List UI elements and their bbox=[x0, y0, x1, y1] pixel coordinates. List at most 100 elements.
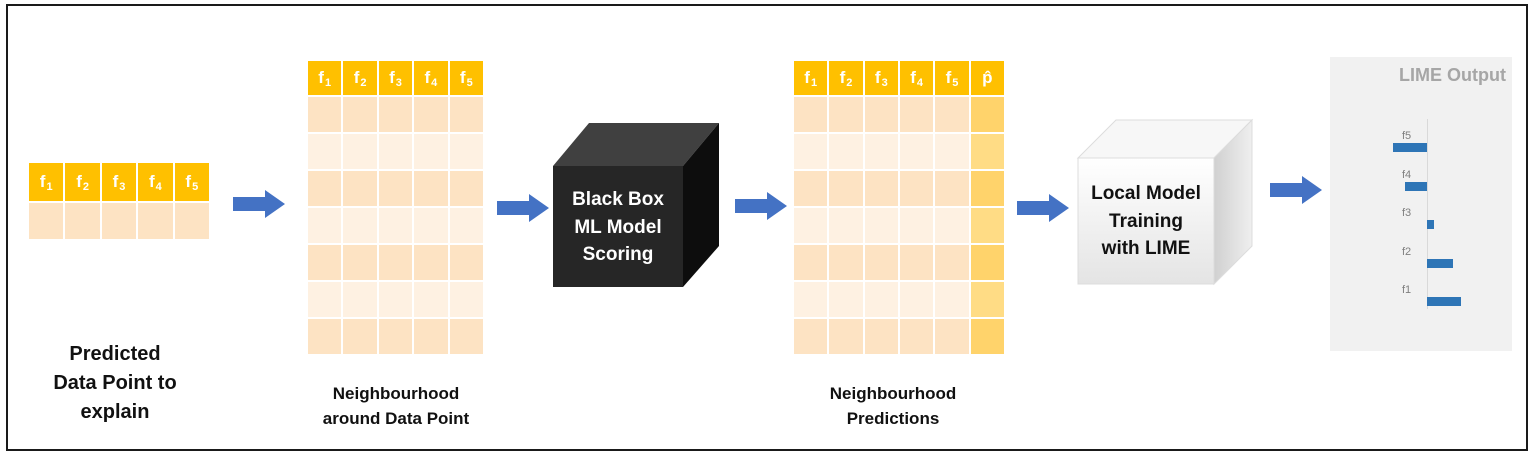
lime-output-panel: LIME Output f5 f4 f3 f2 f1 bbox=[1330, 57, 1512, 351]
table-cell bbox=[343, 280, 379, 317]
table-cell bbox=[829, 317, 865, 354]
table-cell bbox=[935, 132, 971, 169]
prediction-cell bbox=[970, 280, 1006, 317]
prediction-cell bbox=[970, 317, 1006, 354]
table-cell bbox=[794, 169, 830, 206]
lime-feature-label: f4 bbox=[1402, 168, 1412, 181]
predictions-caption: Neighbourhood Predictions bbox=[793, 382, 993, 431]
table-cell bbox=[794, 132, 830, 169]
table-cell bbox=[378, 280, 415, 317]
table-cell bbox=[449, 317, 485, 354]
feature-header-f1: f1 bbox=[29, 163, 66, 201]
caption-line: Predicted bbox=[69, 343, 161, 365]
neighbourhood-caption: Neighbourhood around Data Point bbox=[290, 382, 502, 431]
cube-line: Scoring bbox=[582, 244, 654, 266]
arrow-right-icon bbox=[1270, 176, 1322, 204]
feature-header-f1: f1 bbox=[308, 61, 344, 95]
table-cell bbox=[414, 206, 450, 243]
table-cell bbox=[343, 243, 379, 280]
table-cell bbox=[308, 132, 344, 169]
lime-bar-f3 bbox=[1427, 220, 1434, 229]
table-cell bbox=[414, 243, 450, 280]
lime-feature-label: f5 bbox=[1402, 130, 1412, 142]
table-cell bbox=[449, 169, 485, 206]
table-cell bbox=[378, 169, 415, 206]
table-cell bbox=[935, 317, 971, 354]
table-cell bbox=[65, 201, 102, 239]
table-cell bbox=[308, 206, 344, 243]
feature-header-f5: f5 bbox=[935, 61, 971, 95]
feature-header-f3: f3 bbox=[864, 61, 900, 95]
table-cell bbox=[343, 169, 379, 206]
feature-header-f4: f4 bbox=[899, 61, 936, 95]
table-cell bbox=[794, 206, 830, 243]
table-cell bbox=[935, 206, 971, 243]
table-cell bbox=[864, 243, 900, 280]
table-cell bbox=[864, 317, 900, 354]
table-cell bbox=[449, 243, 485, 280]
local-model-cube-icon bbox=[1076, 118, 1254, 286]
table-cell bbox=[343, 95, 379, 132]
table-cell bbox=[414, 95, 450, 132]
prediction-cell bbox=[970, 169, 1006, 206]
cube-line: with LIME bbox=[1101, 238, 1191, 260]
table-cell bbox=[794, 317, 830, 354]
prediction-cell bbox=[970, 95, 1006, 132]
data-point-caption: Predicted Data Point to explain bbox=[40, 340, 190, 427]
lime-bar-f5 bbox=[1393, 143, 1427, 152]
black-box-cube-icon bbox=[553, 123, 719, 287]
lime-bar-f1 bbox=[1427, 297, 1461, 306]
caption-line: Predictions bbox=[846, 408, 940, 428]
table-cell bbox=[308, 280, 344, 317]
table-cell bbox=[864, 169, 900, 206]
arrow-right-icon bbox=[233, 190, 285, 218]
table-cell bbox=[414, 132, 450, 169]
lime-bar-f2 bbox=[1427, 258, 1453, 268]
table-cell bbox=[449, 132, 485, 169]
feature-header-f5: f5 bbox=[174, 163, 211, 201]
caption-line: explain bbox=[80, 401, 150, 423]
prediction-cell bbox=[970, 132, 1006, 169]
table-cell bbox=[101, 201, 139, 239]
table-cell bbox=[174, 201, 211, 239]
lime-feature-label: f2 bbox=[1402, 245, 1412, 258]
lime-feature-label: f1 bbox=[1402, 284, 1412, 296]
cube-line: Black Box bbox=[572, 189, 664, 210]
table-cell bbox=[449, 95, 485, 132]
table-cell bbox=[343, 206, 379, 243]
table-cell bbox=[829, 243, 865, 280]
table-cell bbox=[935, 280, 971, 317]
table-cell bbox=[29, 201, 66, 239]
arrow-right-icon bbox=[735, 192, 787, 220]
table-cell bbox=[414, 280, 450, 317]
lime-output-title: LIME Output bbox=[1399, 65, 1506, 85]
feature-header-f3: f3 bbox=[378, 61, 415, 95]
table-cell bbox=[899, 132, 936, 169]
cube-line: ML Model bbox=[574, 216, 662, 238]
lime-feature-label: f3 bbox=[1402, 207, 1412, 219]
caption-line: Neighbourhood bbox=[332, 384, 460, 403]
diagram-frame bbox=[6, 4, 1528, 451]
feature-header-f2: f2 bbox=[343, 61, 379, 95]
chart-axis bbox=[1427, 119, 1428, 309]
table-cell bbox=[935, 95, 971, 132]
black-box-label: Black Box ML Model Scoring bbox=[553, 186, 683, 269]
table-cell bbox=[308, 95, 344, 132]
table-cell bbox=[899, 95, 936, 132]
feature-header-f5: f5 bbox=[449, 61, 485, 95]
table-cell bbox=[343, 317, 379, 354]
table-cell bbox=[414, 317, 450, 354]
feature-header-f2: f2 bbox=[829, 61, 865, 95]
caption-line: around Data Point bbox=[322, 408, 470, 428]
table-cell bbox=[935, 169, 971, 206]
feature-header-f1: f1 bbox=[794, 61, 830, 95]
table-cell bbox=[449, 206, 485, 243]
prediction-cell bbox=[970, 206, 1006, 243]
lime-bar-f4 bbox=[1404, 181, 1427, 191]
table-cell bbox=[899, 243, 936, 280]
table-cell bbox=[308, 169, 344, 206]
table-cell bbox=[794, 243, 830, 280]
